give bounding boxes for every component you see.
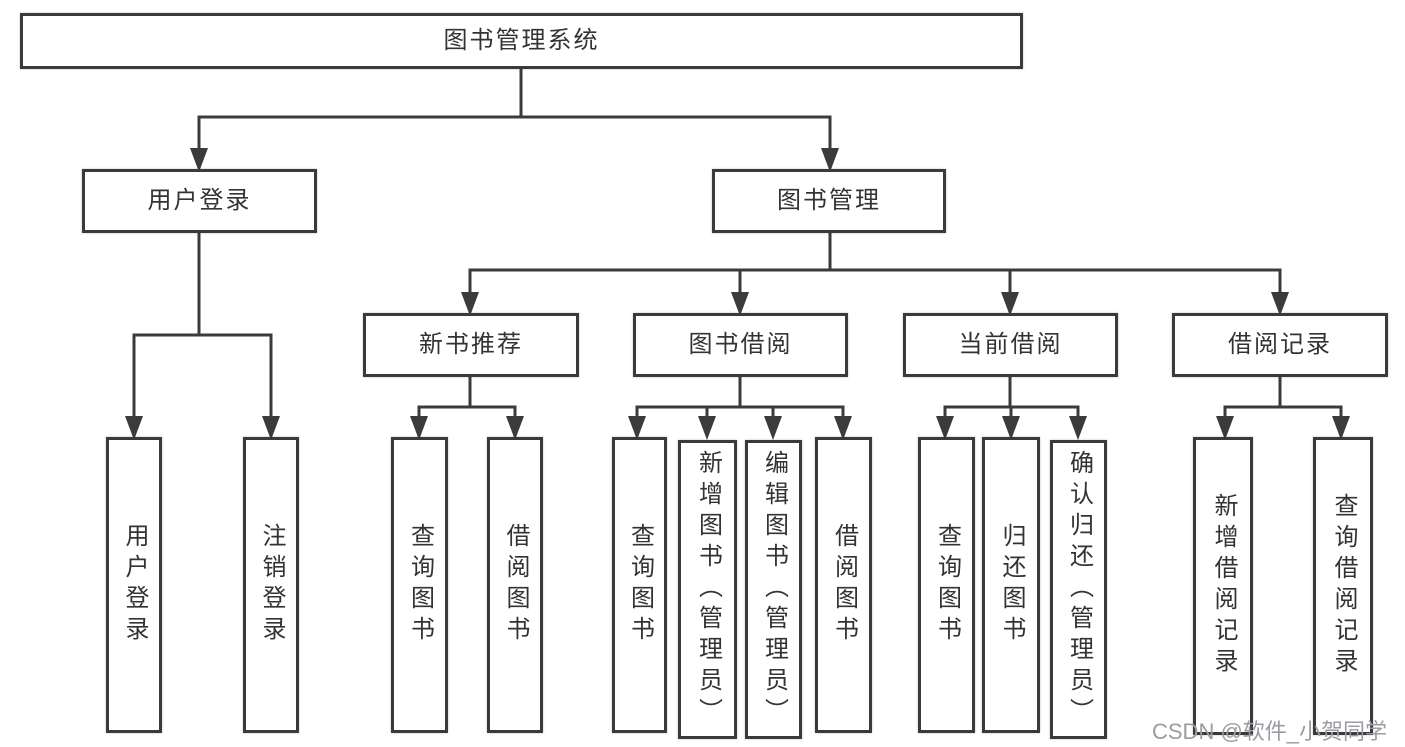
leaf-query-borrow-record: 查询借阅记录 bbox=[1313, 437, 1373, 735]
node-label: 用户登录 bbox=[147, 187, 252, 214]
connector-user-login-branch bbox=[125, 232, 280, 440]
node-user-login: 用户登录 bbox=[82, 169, 317, 233]
leaf-query-books-current: 查询图书 bbox=[918, 437, 975, 733]
node-current-borrowing: 当前借阅 bbox=[903, 313, 1118, 377]
leaf-borrow-books: 借阅图书 bbox=[815, 437, 872, 733]
node-label: 用户登录 bbox=[121, 523, 148, 647]
node-book-borrowing: 图书借阅 bbox=[633, 313, 848, 377]
leaf-add-books-admin: 新增图书（管理员） bbox=[678, 440, 737, 739]
leaf-edit-books-admin: 编辑图书（管理员） bbox=[745, 440, 802, 739]
node-library-management-system: 图书管理系统 bbox=[20, 13, 1023, 69]
node-label: 图书借阅 bbox=[688, 331, 793, 358]
connector-new-book-branch bbox=[410, 376, 524, 440]
node-label: 借阅图书 bbox=[502, 523, 529, 647]
connector-book-management-branch bbox=[461, 232, 1289, 316]
node-label: 借阅图书 bbox=[830, 523, 858, 647]
node-label: 图书管理 bbox=[777, 187, 881, 214]
node-new-book-recommendation: 新书推荐 bbox=[363, 313, 579, 377]
node-label: 归还图书 bbox=[998, 523, 1025, 647]
node-label: 新增图书（管理员） bbox=[694, 450, 722, 729]
node-label: 查询图书 bbox=[626, 523, 654, 647]
connector-root-to-level2 bbox=[190, 67, 839, 172]
node-borrowing-records: 借阅记录 bbox=[1172, 313, 1388, 377]
leaf-return-books: 归还图书 bbox=[982, 437, 1040, 733]
leaf-logout: 注销登录 bbox=[243, 437, 299, 733]
connector-current-borrow-branch bbox=[936, 376, 1087, 440]
leaf-user-login: 用户登录 bbox=[106, 437, 162, 733]
node-label: 新书推荐 bbox=[419, 331, 523, 358]
node-label: 查询借阅记录 bbox=[1330, 493, 1357, 679]
watermark: CSDN @软件_小贺同学 bbox=[1152, 719, 1388, 744]
node-label: 确认归还（管理员） bbox=[1065, 450, 1093, 729]
node-label: 查询图书 bbox=[933, 523, 961, 647]
leaf-confirm-return-admin: 确认归还（管理员） bbox=[1050, 440, 1107, 739]
node-label: 注销登录 bbox=[258, 523, 285, 647]
node-label: 借阅记录 bbox=[1228, 331, 1332, 358]
node-label: 当前借阅 bbox=[958, 331, 1063, 358]
node-label: 查询图书 bbox=[406, 523, 434, 647]
leaf-query-books-borrow: 查询图书 bbox=[612, 437, 667, 733]
node-label: 图书管理系统 bbox=[443, 27, 600, 54]
node-label: 编辑图书（管理员） bbox=[760, 450, 788, 729]
node-label: 新增借阅记录 bbox=[1210, 493, 1237, 679]
node-book-management: 图书管理 bbox=[712, 169, 946, 233]
leaf-add-borrow-record: 新增借阅记录 bbox=[1193, 437, 1253, 735]
leaf-borrow-books-recommend: 借阅图书 bbox=[487, 437, 543, 733]
leaf-query-books-recommend: 查询图书 bbox=[391, 437, 448, 733]
connector-book-borrow-branch bbox=[628, 376, 852, 440]
connector-borrow-record-branch bbox=[1216, 376, 1350, 440]
